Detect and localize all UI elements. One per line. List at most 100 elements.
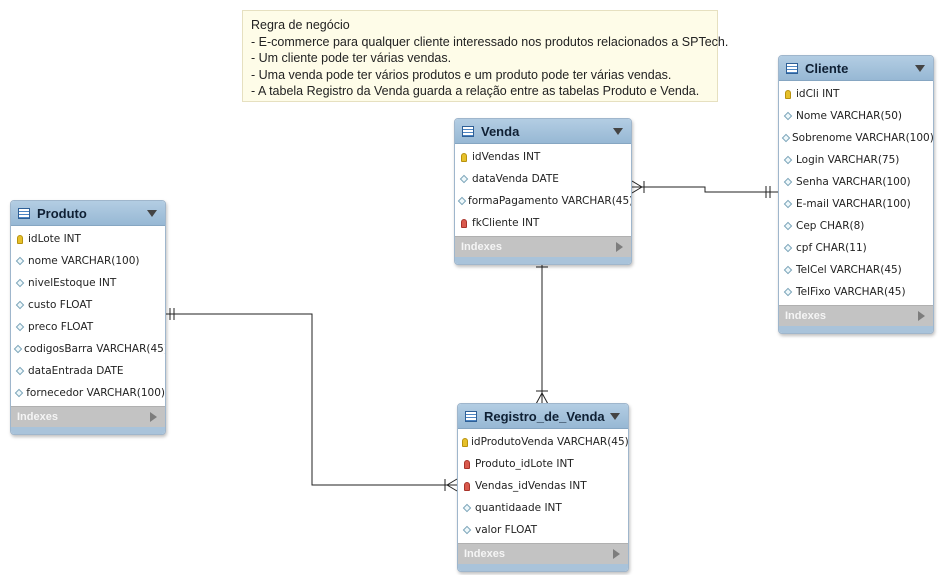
column-row[interactable]: idProdutoVenda VARCHAR(45) xyxy=(458,431,628,453)
column-label: nome VARCHAR(100) xyxy=(28,255,140,267)
indexes-label: Indexes xyxy=(785,310,826,322)
column-row[interactable]: Sobrenome VARCHAR(100) xyxy=(779,127,933,149)
table-icon xyxy=(462,125,474,137)
column-diamond-icon xyxy=(15,278,25,288)
column-label: Vendas_idVendas INT xyxy=(475,480,587,492)
column-diamond-icon xyxy=(783,265,793,275)
indexes-section[interactable]: Indexes xyxy=(455,236,631,257)
table-title: Produto xyxy=(37,205,87,221)
expand-arrow-icon[interactable] xyxy=(150,412,157,422)
column-row[interactable]: custo FLOAT xyxy=(11,294,165,316)
note-line: - Um cliente pode ter várias vendas. xyxy=(251,51,452,65)
column-row[interactable]: Senha VARCHAR(100) xyxy=(779,171,933,193)
column-label: formaPagamento VARCHAR(45) xyxy=(468,195,632,207)
column-diamond-icon xyxy=(781,133,791,143)
column-label: Login VARCHAR(75) xyxy=(796,154,900,166)
primary-key-icon xyxy=(462,437,468,447)
column-row[interactable]: codigosBarra VARCHAR(45) xyxy=(11,338,165,360)
column-diamond-icon xyxy=(15,366,25,376)
column-label: idVendas INT xyxy=(472,151,541,163)
column-diamond-icon xyxy=(783,177,793,187)
collapse-arrow-icon[interactable] xyxy=(613,127,623,135)
column-row[interactable]: valor FLOAT xyxy=(458,519,628,541)
indexes-section[interactable]: Indexes xyxy=(458,543,628,564)
column-label: Cep CHAR(8) xyxy=(796,220,865,232)
table-bottom-bar xyxy=(455,257,631,264)
note-line: - Uma venda pode ter vários produtos e u… xyxy=(251,67,672,82)
indexes-label: Indexes xyxy=(17,411,58,423)
column-diamond-icon xyxy=(14,388,24,398)
column-diamond-icon xyxy=(783,111,793,121)
table-header[interactable]: Produto xyxy=(11,201,165,226)
column-list: idLote INT nome VARCHAR(100) nivelEstoque … xyxy=(11,226,165,406)
column-diamond-icon xyxy=(15,322,25,332)
column-row[interactable]: idLote INT xyxy=(11,228,165,250)
table-icon xyxy=(786,62,798,74)
table-title: Cliente xyxy=(805,60,849,76)
column-label: idCli INT xyxy=(796,88,840,100)
indexes-label: Indexes xyxy=(464,548,505,560)
collapse-arrow-icon[interactable] xyxy=(610,412,620,420)
foreign-key-icon xyxy=(459,218,469,228)
column-row[interactable]: cpf CHAR(11) xyxy=(779,237,933,259)
expand-arrow-icon[interactable] xyxy=(616,242,623,252)
column-row[interactable]: dataEntrada DATE xyxy=(11,360,165,382)
column-row[interactable]: idCli INT xyxy=(779,83,933,105)
column-row[interactable]: fornecedor VARCHAR(100) xyxy=(11,382,165,404)
column-row[interactable]: fkCliente INT xyxy=(455,212,631,234)
column-row[interactable]: quantidaade INT xyxy=(458,497,628,519)
column-label: dataVenda DATE xyxy=(472,173,559,185)
column-row[interactable]: formaPagamento VARCHAR(45) xyxy=(455,190,631,212)
column-row[interactable]: Cep CHAR(8) xyxy=(779,215,933,237)
table-bottom-bar xyxy=(11,427,165,434)
foreign-key-icon xyxy=(462,459,472,469)
column-row[interactable]: TelCel VARCHAR(45) xyxy=(779,259,933,281)
column-row[interactable]: Nome VARCHAR(50) xyxy=(779,105,933,127)
table-registro-de-venda[interactable]: Registro_de_Venda idProdutoVenda VARCHAR… xyxy=(457,403,629,572)
table-venda[interactable]: Venda idVendas INT dataVenda DATE formaPag… xyxy=(454,118,632,265)
column-row[interactable]: nivelEstoque INT xyxy=(11,272,165,294)
table-header[interactable]: Registro_de_Venda xyxy=(458,404,628,429)
collapse-arrow-icon[interactable] xyxy=(147,209,157,217)
column-row[interactable]: idVendas INT xyxy=(455,146,631,168)
note-line: - E-commerce para qualquer cliente inter… xyxy=(251,34,729,49)
column-label: custo FLOAT xyxy=(28,299,93,311)
column-label: dataEntrada DATE xyxy=(28,365,124,377)
column-row[interactable]: TelFixo VARCHAR(45) xyxy=(779,281,933,303)
column-row[interactable]: Login VARCHAR(75) xyxy=(779,149,933,171)
expand-arrow-icon[interactable] xyxy=(918,311,925,321)
table-cliente[interactable]: Cliente idCli INT Nome VARCHAR(50) Sobreno… xyxy=(778,55,934,334)
column-diamond-icon xyxy=(462,503,472,513)
column-label: valor FLOAT xyxy=(475,524,538,536)
column-row[interactable]: preco FLOAT xyxy=(11,316,165,338)
column-label: cpf CHAR(11) xyxy=(796,242,867,254)
table-header[interactable]: Venda xyxy=(455,119,631,144)
foreign-key-icon xyxy=(462,481,472,491)
business-rules-note: Regra de negócio - E-commerce para qualq… xyxy=(242,10,729,102)
column-diamond-icon xyxy=(783,221,793,231)
table-produto[interactable]: Produto idLote INT nome VARCHAR(100) nivel… xyxy=(10,200,166,435)
column-list: idCli INT Nome VARCHAR(50) Sobrenome VARCH… xyxy=(779,81,933,305)
collapse-arrow-icon[interactable] xyxy=(915,64,925,72)
column-list: idVendas INT dataVenda DATE formaPagamento… xyxy=(455,144,631,236)
primary-key-icon xyxy=(783,89,793,99)
table-header[interactable]: Cliente xyxy=(779,56,933,81)
relationship-cliente-venda xyxy=(632,186,778,193)
table-icon xyxy=(465,410,477,422)
note-line: Regra de negócio xyxy=(251,18,350,32)
column-row[interactable]: nome VARCHAR(100) xyxy=(11,250,165,272)
column-row[interactable]: dataVenda DATE xyxy=(455,168,631,190)
expand-arrow-icon[interactable] xyxy=(613,549,620,559)
column-label: Nome VARCHAR(50) xyxy=(796,110,903,122)
column-diamond-icon xyxy=(457,196,467,206)
column-label: E-mail VARCHAR(100) xyxy=(796,198,911,210)
indexes-section[interactable]: Indexes xyxy=(11,406,165,427)
column-label: quantidaade INT xyxy=(475,502,562,514)
indexes-section[interactable]: Indexes xyxy=(779,305,933,326)
column-row[interactable]: Produto_idLote INT xyxy=(458,453,628,475)
column-row[interactable]: E-mail VARCHAR(100) xyxy=(779,193,933,215)
column-label: Produto_idLote INT xyxy=(475,458,574,470)
column-diamond-icon xyxy=(459,174,469,184)
column-row[interactable]: Vendas_idVendas INT xyxy=(458,475,628,497)
